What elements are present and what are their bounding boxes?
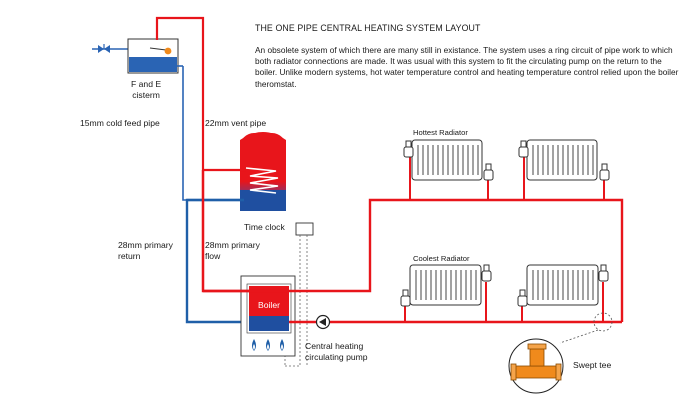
- radiator-bottom-right: [517, 264, 609, 322]
- primary-flow-label-line1: 28mm primary: [205, 240, 260, 250]
- pump-label-line1: Central heating: [305, 341, 364, 351]
- vent-pipe: [155, 16, 205, 290]
- swept-tee-icon: [510, 343, 562, 381]
- time-clock-label: Time clock: [244, 222, 285, 232]
- swept-tee-label: Swept tee: [573, 360, 612, 370]
- primary-return-label-line2: return: [118, 251, 141, 261]
- primary-return-pipe: [185, 198, 253, 324]
- radiator-valve-icon: [518, 146, 529, 158]
- radiator-valve-icon: [598, 270, 609, 282]
- pump-label-line2: circulating pump: [305, 352, 368, 362]
- pump-label: Central heating circulating pump: [305, 341, 368, 363]
- circulating-pump: [315, 314, 331, 330]
- vent-pipe-label: 22mm vent pipe: [205, 118, 267, 128]
- primary-return-label-line1: 28mm primary: [118, 240, 173, 250]
- radiator-valve-icon: [517, 295, 528, 307]
- radiator-valve-icon: [483, 169, 494, 181]
- ball-valve-float-icon: [164, 47, 172, 55]
- radiator-valve-icon: [400, 295, 411, 307]
- coolest-radiator-label: Coolest Radiator: [413, 254, 470, 263]
- cold-feed-pipe: [182, 66, 196, 201]
- diagram-title: THE ONE PIPE CENTRAL HEATING SYSTEM LAYO…: [255, 23, 481, 33]
- radiator-top-right: [518, 139, 610, 200]
- primary-flow-label-line2: flow: [205, 251, 221, 261]
- boiler: [240, 275, 296, 357]
- radiator-coolest: [400, 264, 492, 322]
- primary-return-label: 28mm primary return: [118, 240, 173, 262]
- radiator-valve-icon: [403, 146, 414, 158]
- diagram-description: An obsolete system of which there are ma…: [255, 45, 679, 89]
- cold-feed-label: 15mm cold feed pipe: [80, 118, 160, 128]
- burner-flame-icon: [252, 339, 284, 351]
- ring-main-flow: [203, 198, 624, 322]
- primary-flow-label: 28mm primary flow: [205, 240, 260, 262]
- cold-mains-inlet: [92, 44, 128, 53]
- hot-water-cylinder: [240, 132, 286, 211]
- radiator-valve-icon: [481, 270, 492, 282]
- radiator-valve-icon: [599, 169, 610, 181]
- boiler-label: Boiler: [258, 300, 280, 310]
- swept-tee-detail: [508, 312, 613, 394]
- cistern-label-line1: F and E: [131, 79, 162, 89]
- feed-expansion-cistern: [127, 38, 179, 74]
- hottest-radiator-label: Hottest Radiator: [413, 128, 468, 137]
- pump-direction-icon: [319, 318, 326, 326]
- time-clock: [284, 222, 314, 367]
- radiator-hottest: [403, 139, 494, 200]
- cistern-label-line2: cisterm: [132, 90, 160, 100]
- cylinder-coil: [245, 167, 279, 194]
- cistern-label: F and E cisterm: [131, 79, 161, 101]
